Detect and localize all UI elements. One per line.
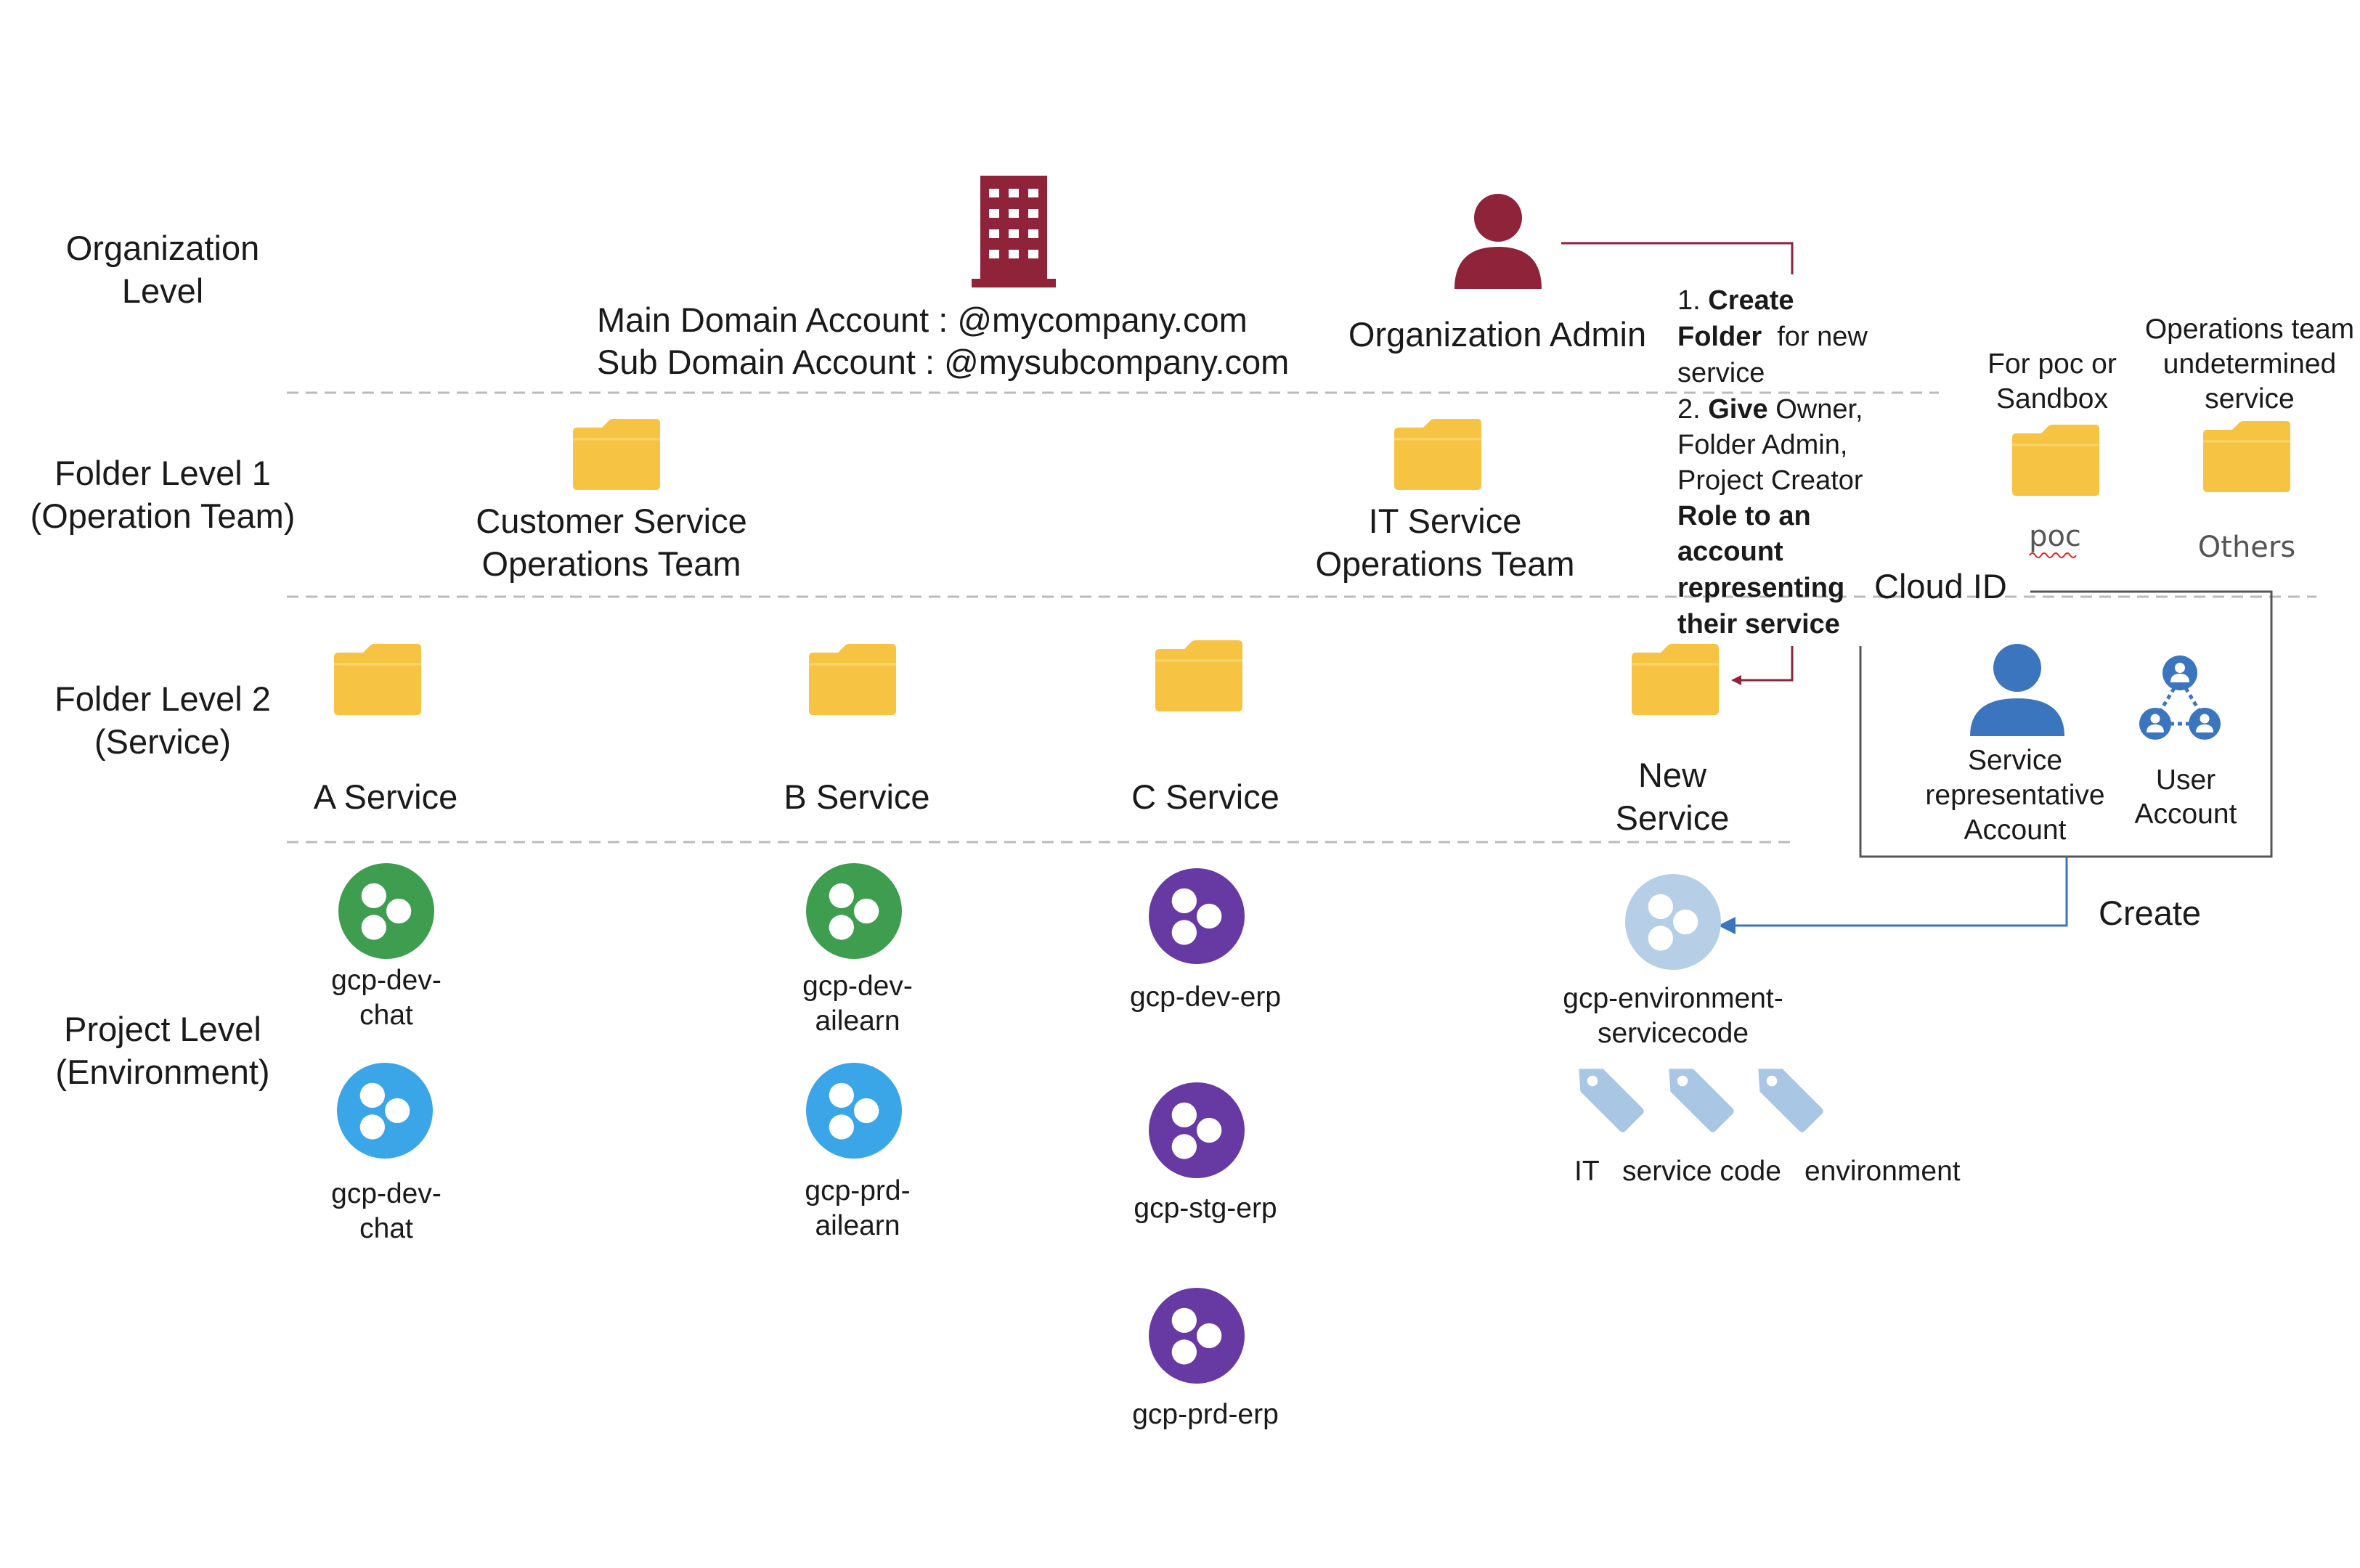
instruction-line-6: Project Creator xyxy=(1677,465,1863,496)
project-b2-line1: gcp-prd- xyxy=(805,1175,910,1206)
instruction-line-5: Folder Admin, xyxy=(1677,430,1847,460)
tag-service-code-icon xyxy=(1669,1069,1734,1132)
project-new-line1: gcp-environment- xyxy=(1563,983,1783,1014)
folder1-it-service-line2: Operations Team xyxy=(1315,544,1574,583)
project-b1-line1: gcp-dev- xyxy=(802,971,913,1002)
instruction-line-2: Folder for new xyxy=(1677,322,1868,352)
project-b2-line2: ailearn xyxy=(815,1210,900,1241)
cloud-id-title: Cloud ID xyxy=(1874,567,2007,605)
project-c2-label: gcp-stg-erp xyxy=(1134,1193,1277,1224)
poc-spellcheck-underline xyxy=(2029,552,2077,558)
level-label-folder1-line1: Folder Level 1 xyxy=(54,454,271,492)
level-label-folder1-line2: (Operation Team) xyxy=(30,497,296,535)
project-c1-label: gcp-dev-erp xyxy=(1130,981,1281,1013)
poc-folder-icon xyxy=(2011,423,2100,496)
instruction-line-1: 1. Create xyxy=(1677,285,1794,316)
service-account-line3: Account xyxy=(1964,814,2067,846)
service-account-line2: representative xyxy=(1925,780,2104,811)
project-a1-line1: gcp-dev- xyxy=(331,965,442,996)
main-domain-account: Main Domain Account : @mycompany.com xyxy=(597,301,1248,339)
folder1-customer-service-line2: Operations Team xyxy=(481,544,741,583)
level-label-project-line1: Project Level xyxy=(64,1010,261,1048)
instructions-to-new-service-arrow xyxy=(1731,646,1794,685)
project-a2-line1: gcp-dev- xyxy=(331,1178,442,1209)
level-label-folder2-line2: (Service) xyxy=(94,722,231,761)
admin-to-instructions-connector xyxy=(1561,242,1794,274)
others-description-line2: undetermined xyxy=(2163,348,2337,380)
admin-instructions: 1. Create Folder for new service 2. Give… xyxy=(1677,285,1868,640)
tag-environment-icon xyxy=(1758,1069,1823,1132)
poc-description-line1: For poc or xyxy=(1987,348,2117,380)
user-account-group-icon xyxy=(2139,656,2221,740)
others-folder-icon xyxy=(2202,420,2292,492)
level-separators xyxy=(287,391,2316,844)
instruction-line-3: service xyxy=(1677,358,1765,388)
instruction-line-4: 2. Give Owner, xyxy=(1677,394,1863,425)
organization-admin-label: Organization Admin xyxy=(1348,315,1646,354)
level-label-organization-line2: Level xyxy=(122,271,203,310)
create-label: Create xyxy=(2099,894,2201,932)
b-service-folder-icon xyxy=(807,642,898,715)
level-labels: Organization Level Folder Level 1 (Opera… xyxy=(30,229,296,1091)
folder2-new-service-line2: Service xyxy=(1616,799,1730,837)
level-label-project-line2: (Environment) xyxy=(55,1053,269,1091)
folder2-c-service: C Service xyxy=(1131,777,1279,816)
customer-service-folder-icon xyxy=(571,417,662,490)
organization-building-icon xyxy=(972,176,1056,287)
user-account-line2: Account xyxy=(2135,799,2237,830)
instruction-line-7: Role to an xyxy=(1677,501,1811,531)
project-b1-line2: ailearn xyxy=(815,1005,900,1037)
folder2-a-service: A Service xyxy=(314,777,458,816)
project-a1-line2: chat xyxy=(359,1000,413,1031)
user-account-line1: User xyxy=(2156,764,2215,796)
organization-admin-person-icon xyxy=(1454,194,1542,289)
folder1-it-service-line1: IT Service xyxy=(1369,502,1522,540)
instruction-line-9: representing xyxy=(1677,573,1844,603)
others-description-line3: service xyxy=(2205,383,2295,415)
project-a2-line2: chat xyxy=(359,1213,413,1244)
folder2-new-service-line1: New xyxy=(1638,756,1707,794)
a-service-folder-icon xyxy=(333,642,423,715)
it-service-folder-icon xyxy=(1393,417,1483,490)
tag-service-code-label: service code xyxy=(1622,1156,1781,1187)
level-label-organization-line1: Organization xyxy=(66,229,260,267)
service-account-person-icon xyxy=(1970,644,2064,736)
project-c3-label: gcp-prd-erp xyxy=(1132,1399,1279,1430)
poc-description-line2: Sandbox xyxy=(1996,383,2108,415)
project-new-line2: servicecode xyxy=(1598,1018,1749,1049)
level-label-folder2-line1: Folder Level 2 xyxy=(54,679,271,718)
folder2-b-service: B Service xyxy=(784,777,929,816)
service-account-line1: Service xyxy=(1968,745,2062,776)
new-service-folder-icon xyxy=(1630,642,1720,715)
tag-it-icon xyxy=(1579,1069,1644,1132)
cloud-id-box xyxy=(1859,590,2273,858)
instruction-line-8: account xyxy=(1677,536,1783,567)
sub-domain-account: Sub Domain Account : @mysubcompany.com xyxy=(597,343,1289,381)
tag-environment-label: environment xyxy=(1804,1156,1961,1187)
c-service-folder-icon xyxy=(1154,639,1244,711)
instruction-line-10: their service xyxy=(1677,609,1840,640)
tag-it-label: IT xyxy=(1574,1156,1600,1187)
poc-folder-label: poc xyxy=(2029,520,2081,553)
cloud-id-create-arrow xyxy=(1718,857,2068,934)
folder1-customer-service-line1: Customer Service xyxy=(476,502,747,540)
others-folder-label: Others xyxy=(2198,531,2295,564)
others-description-line1: Operations team xyxy=(2145,314,2354,345)
